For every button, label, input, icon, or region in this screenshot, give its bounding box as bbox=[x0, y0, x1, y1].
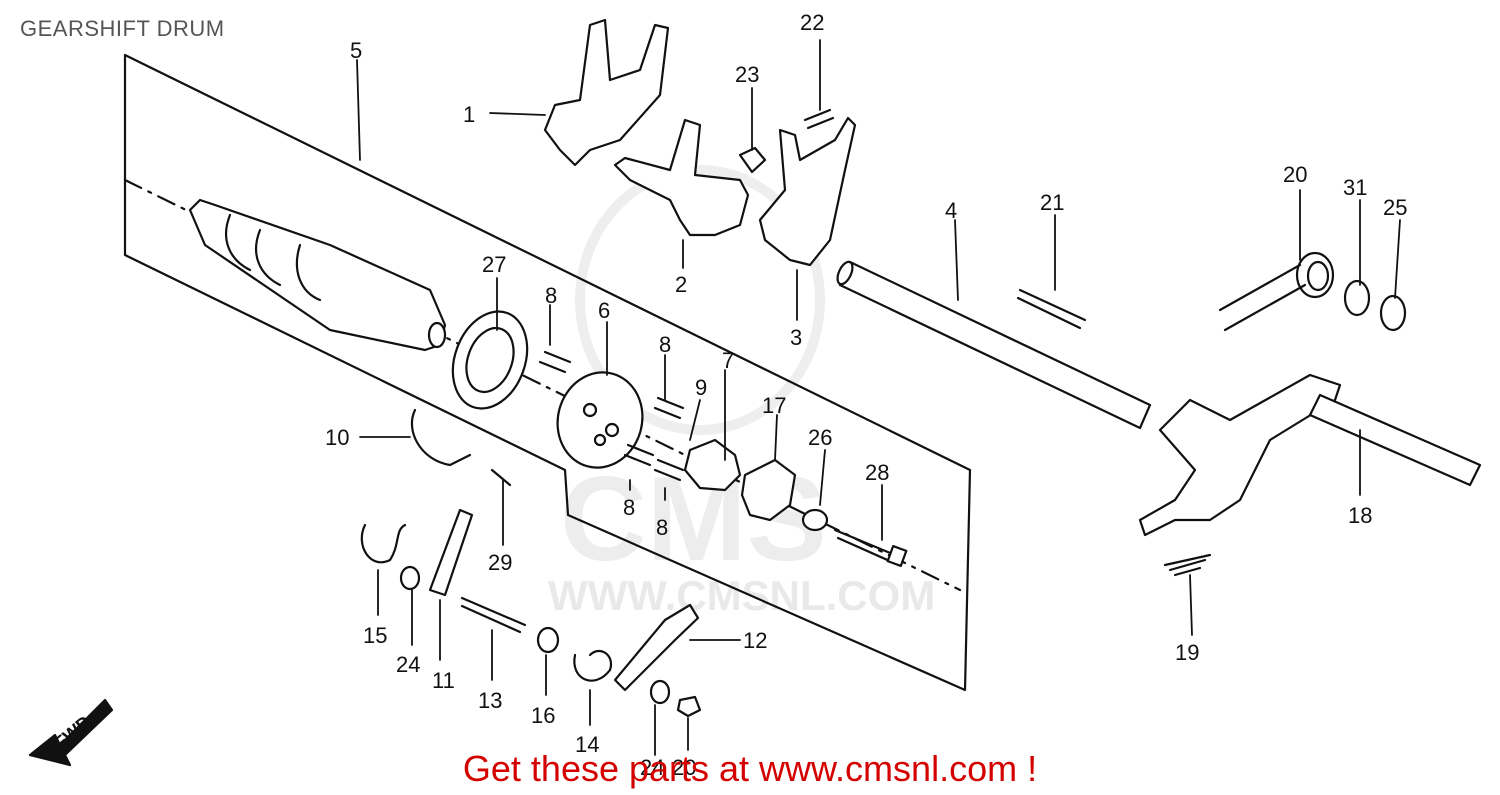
circlip bbox=[1343, 279, 1371, 317]
part-label-22: 22 bbox=[800, 10, 824, 35]
washer-24b bbox=[649, 679, 671, 705]
part-label-23: 23 bbox=[735, 62, 759, 87]
part-label-25: 25 bbox=[1383, 195, 1407, 220]
part-label-21: 21 bbox=[1040, 190, 1064, 215]
part-label-15: 15 bbox=[363, 623, 387, 648]
part-label-10: 10 bbox=[325, 425, 349, 450]
part-label-20b: 20 bbox=[672, 755, 696, 780]
part-label-31: 31 bbox=[1343, 175, 1367, 200]
part-label-5: 5 bbox=[350, 38, 362, 63]
roller-16 bbox=[536, 626, 560, 654]
part-label-17: 17 bbox=[762, 393, 786, 418]
part-label-16: 16 bbox=[531, 703, 555, 728]
part-label-7: 7 bbox=[722, 348, 734, 373]
watermark-url: WWW.CMSNL.COM bbox=[548, 572, 935, 619]
pin bbox=[623, 443, 655, 467]
shift-fork-2 bbox=[613, 118, 750, 237]
promo-text: Get these parts at www.cmsnl.com ! bbox=[462, 748, 1038, 789]
gearshift-drum bbox=[188, 198, 447, 352]
bearing bbox=[451, 310, 529, 410]
arm-12 bbox=[613, 603, 700, 692]
part-label-18: 18 bbox=[1348, 503, 1372, 528]
drum-plate bbox=[740, 458, 797, 522]
part-label-3: 3 bbox=[790, 325, 802, 350]
spring-15 bbox=[360, 523, 407, 564]
part-label-27: 27 bbox=[482, 252, 506, 277]
washer bbox=[801, 508, 829, 532]
stopper-arm-11 bbox=[428, 508, 474, 597]
part-label-1: 1 bbox=[463, 102, 475, 127]
shift-fork-3 bbox=[758, 116, 857, 267]
part-label-8d: 8 bbox=[656, 515, 668, 540]
drum-center bbox=[556, 371, 644, 469]
guide-pin bbox=[803, 108, 835, 130]
leader-lines bbox=[356, 39, 1401, 756]
return-spring bbox=[1218, 251, 1335, 332]
spring-14 bbox=[573, 649, 613, 682]
diagram-title: GEARSHIFT DRUM bbox=[20, 16, 225, 41]
pin bbox=[653, 396, 685, 420]
part-label-8c: 8 bbox=[623, 495, 635, 520]
part-label-11: 11 bbox=[432, 668, 455, 693]
shaft-washer bbox=[1379, 294, 1407, 332]
part-label-8b: 8 bbox=[659, 332, 671, 357]
part-labels: 1 2 3 4 5 6 7 8 8 8 8 9 10 11 12 13 14 1… bbox=[50, 10, 1407, 780]
part-label-24a: 24 bbox=[396, 652, 420, 677]
part-label-20: 20 bbox=[1283, 162, 1307, 187]
sub-assembly-frame bbox=[123, 53, 972, 692]
fwd-arrow-icon bbox=[28, 698, 114, 767]
bolt-13 bbox=[460, 596, 527, 634]
shift-fork-1 bbox=[543, 18, 670, 167]
drum-stopper-10 bbox=[410, 408, 472, 467]
spindle-spring bbox=[1163, 553, 1212, 577]
part-label-14: 14 bbox=[575, 732, 599, 757]
nut-20b bbox=[676, 695, 702, 718]
part-label-9: 9 bbox=[695, 375, 707, 400]
part-label-19: 19 bbox=[1175, 640, 1199, 665]
part-label-24b: 24 bbox=[640, 755, 664, 780]
part-label-6: 6 bbox=[598, 298, 610, 323]
part-label-8a: 8 bbox=[545, 283, 557, 308]
part-label-4: 4 bbox=[945, 198, 957, 223]
bolt bbox=[833, 528, 897, 564]
part-label-28: 28 bbox=[865, 460, 889, 485]
pin bbox=[538, 350, 572, 374]
fork-shaft bbox=[836, 260, 1152, 430]
stopper-plate bbox=[683, 438, 742, 492]
part-label-2: 2 bbox=[675, 272, 687, 297]
washer-24 bbox=[399, 565, 421, 591]
part-label-26: 26 bbox=[808, 425, 832, 450]
dowel-pin bbox=[1016, 288, 1087, 330]
part-label-12: 12 bbox=[743, 628, 767, 653]
clip bbox=[738, 146, 767, 174]
pin-29 bbox=[490, 468, 512, 487]
gearshift-spindle bbox=[1138, 373, 1482, 537]
part-label-13: 13 bbox=[478, 688, 502, 713]
pin bbox=[653, 458, 685, 482]
part-label-29: 29 bbox=[488, 550, 512, 575]
